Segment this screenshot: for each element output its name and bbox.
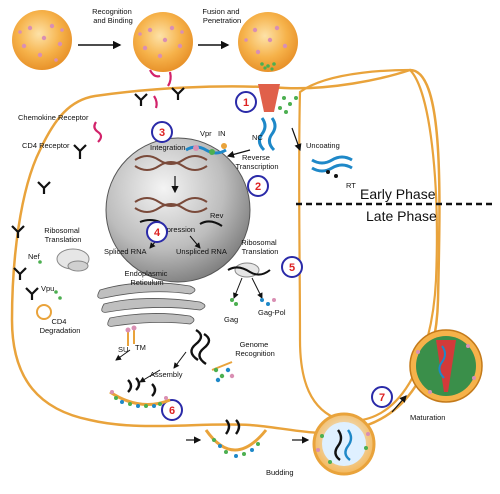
cd4-vesicle: [36, 304, 52, 320]
label-gag-pol: Gag-Pol: [258, 308, 286, 317]
label-cd4-receptor: CD4 Receptor: [22, 141, 70, 150]
assembly-site: [109, 377, 171, 408]
arrow-reverse-transcription: [226, 149, 251, 158]
viral-rna: [190, 328, 211, 365]
membrane-loop: [298, 68, 438, 423]
step-6: 6: [161, 399, 183, 421]
immature-virion: [312, 412, 376, 476]
label-nef: Nef: [28, 252, 41, 261]
label-reverse-transcription: Reverse Transcription: [235, 153, 278, 171]
label-rev: Rev: [210, 211, 224, 220]
nucleus: [105, 137, 251, 283]
chemokine-receptor-icon: [93, 121, 103, 143]
label-chemokine-receptor: Chemokine Receptor: [18, 113, 89, 122]
arrow-gag: [233, 277, 243, 299]
budding-site: [204, 419, 268, 458]
label-assembly: Assembly: [150, 370, 183, 379]
label-uncoating: Uncoating: [306, 141, 340, 150]
svg-text:4: 4: [154, 227, 161, 239]
label-endoplasmic-reticulum: Endoplasmic Reticulum: [124, 269, 169, 287]
step-5: 5: [281, 256, 303, 278]
label-su: SU: [118, 345, 128, 354]
step-1: 1: [235, 91, 257, 113]
arrow-genome: [173, 351, 187, 369]
gag-cluster: [211, 361, 235, 383]
label-ribosomal-translation-right: Ribosomal Translation: [241, 238, 279, 256]
label-vpu: Vpu: [41, 284, 54, 293]
label-vpr: Vpr: [200, 129, 212, 138]
label-spliced-rna: Spliced RNA: [104, 247, 147, 256]
label-ribosomal-translation-left: Ribosomal Translation: [44, 226, 82, 244]
label-recognition-binding: Recognition and Binding: [92, 7, 134, 25]
ribosome-left: [56, 248, 90, 272]
label-rt: RT: [346, 181, 356, 190]
arrow-gag-pol: [251, 277, 263, 299]
label-unspliced-rna: Unspliced RNA: [176, 247, 227, 256]
label-cd4-degradation: CD4 Degradation: [40, 317, 81, 335]
nucleocapsid: [257, 117, 277, 152]
chemokine-receptor-2: [153, 95, 158, 109]
step-4: 4: [146, 221, 168, 243]
label-late-phase: Late Phase: [366, 208, 437, 224]
label-maturation: Maturation: [410, 413, 445, 422]
svg-text:3: 3: [159, 127, 165, 139]
arrow-to-maturation: [391, 395, 407, 413]
step-3: 3: [151, 121, 173, 143]
host-dna: [134, 155, 208, 213]
svg-text:1: 1: [243, 97, 249, 109]
preintegration-complex: [185, 143, 227, 155]
label-gag: Gag: [224, 315, 238, 324]
step-2: 2: [247, 175, 269, 197]
svg-text:5: 5: [289, 262, 295, 274]
arrow-uncoating: [291, 127, 302, 152]
label-integration: Integration: [150, 143, 185, 152]
fusion-pore: [258, 84, 280, 112]
svg-text:7: 7: [379, 392, 385, 404]
svg-text:6: 6: [169, 405, 175, 417]
label-early-phase: Early Phase: [360, 186, 436, 202]
receptor-group: [11, 87, 185, 300]
label-fusion-penetration: Fusion and Penetration: [202, 7, 241, 25]
label-genome-recognition: Genome Recognition: [235, 340, 275, 358]
virion-2: [133, 12, 193, 87]
label-tm: TM: [135, 343, 146, 352]
mature-virion: [409, 329, 483, 403]
virion-3: [238, 12, 298, 72]
arrow-assembly: [139, 369, 161, 383]
label-expression: Expression: [158, 225, 195, 234]
svg-text:2: 2: [255, 181, 261, 193]
uncoating-rna: [311, 155, 353, 173]
arrow-unspliced: [189, 235, 201, 249]
label-in: IN: [218, 129, 226, 138]
label-budding: Budding: [266, 468, 294, 477]
ribosome-right: [227, 262, 271, 278]
arrow-env: [115, 349, 131, 361]
cd4-receptor-icon: [73, 144, 87, 159]
step-7: 7: [371, 386, 393, 408]
endoplasmic-reticulum: [97, 282, 206, 327]
label-nc: NC: [252, 133, 263, 142]
virion-1: [12, 10, 72, 70]
env-glycoprotein: [127, 330, 135, 346]
